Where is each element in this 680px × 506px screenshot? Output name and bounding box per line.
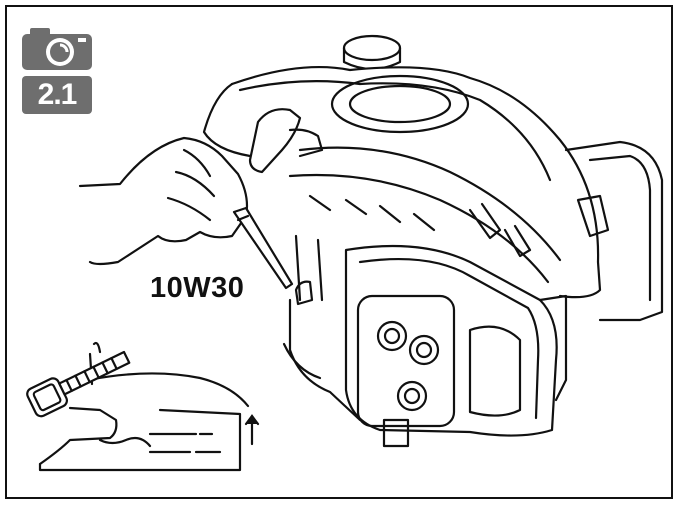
oil-grade-label: 10W30 (150, 272, 245, 304)
camera-icon (22, 28, 92, 70)
step-number-badge: 2.1 (22, 76, 92, 114)
